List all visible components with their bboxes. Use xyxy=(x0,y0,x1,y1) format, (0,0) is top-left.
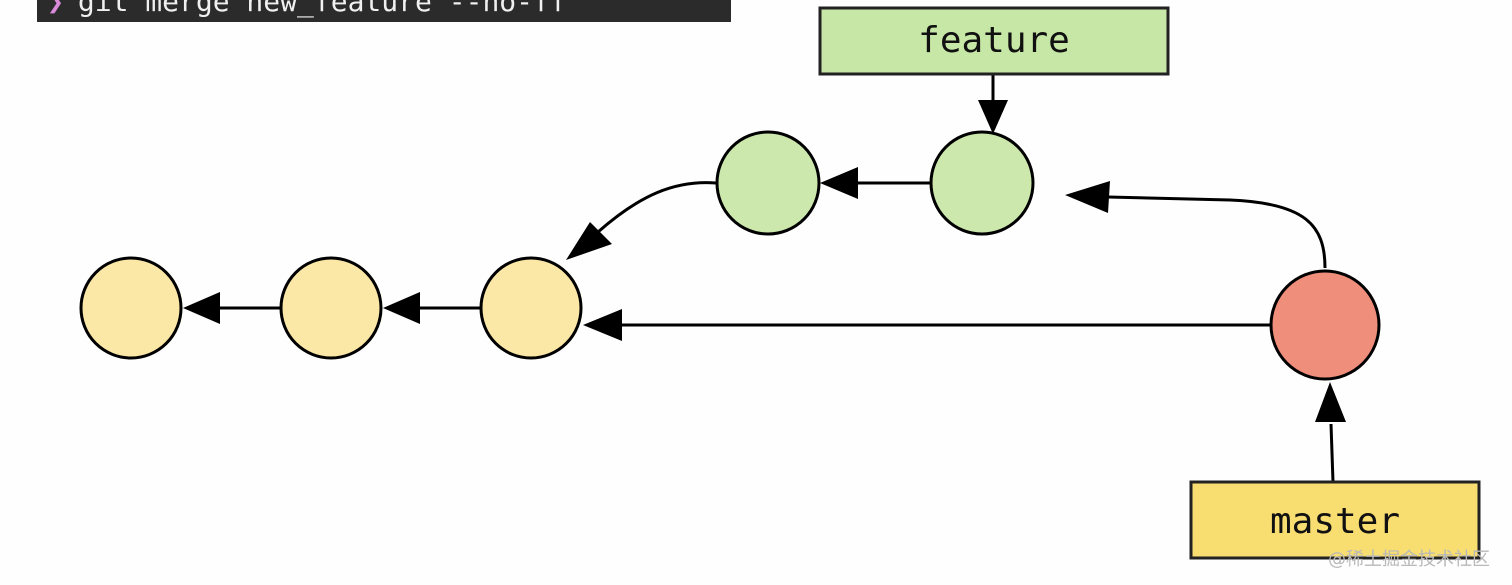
arrowhead-master-label xyxy=(1315,382,1346,422)
feature-branch-label-box xyxy=(818,6,1170,76)
arrowhead-feature-label xyxy=(978,100,1008,134)
feature-commit-node-1 xyxy=(715,130,821,236)
edge-featurecommit1-to-commit3 xyxy=(597,181,717,234)
arrowhead-commit1 xyxy=(183,292,220,324)
arrowhead-commit2 xyxy=(383,292,420,324)
watermark: @稀土掘金技术社区 xyxy=(1328,549,1490,570)
master-branch-label: master xyxy=(1270,501,1400,542)
merge-commit-node xyxy=(1269,269,1381,381)
arrowhead-commit3-main xyxy=(583,309,622,341)
master-branch-label-box xyxy=(1189,480,1481,560)
prompt-icon: ❯ xyxy=(47,0,64,18)
arrowhead-featurecommit1 xyxy=(820,167,858,199)
commit-node-2 xyxy=(279,256,383,360)
arrowhead-featurecommit2 xyxy=(1065,181,1110,213)
commit-node-1 xyxy=(79,256,183,360)
terminal-command: git merge new_feature --no-ff xyxy=(77,0,567,18)
arrowhead-commit3-feature xyxy=(566,222,612,260)
terminal-command-bar: ❯ git merge new_feature --no-ff xyxy=(37,0,731,22)
feature-branch-label: feature xyxy=(918,20,1070,61)
edge-master-label-to-merge xyxy=(1329,423,1335,483)
feature-commit-node-2 xyxy=(929,130,1035,236)
edge-merge-to-featurecommit2 xyxy=(1107,195,1327,269)
commit-node-3 xyxy=(479,256,583,360)
